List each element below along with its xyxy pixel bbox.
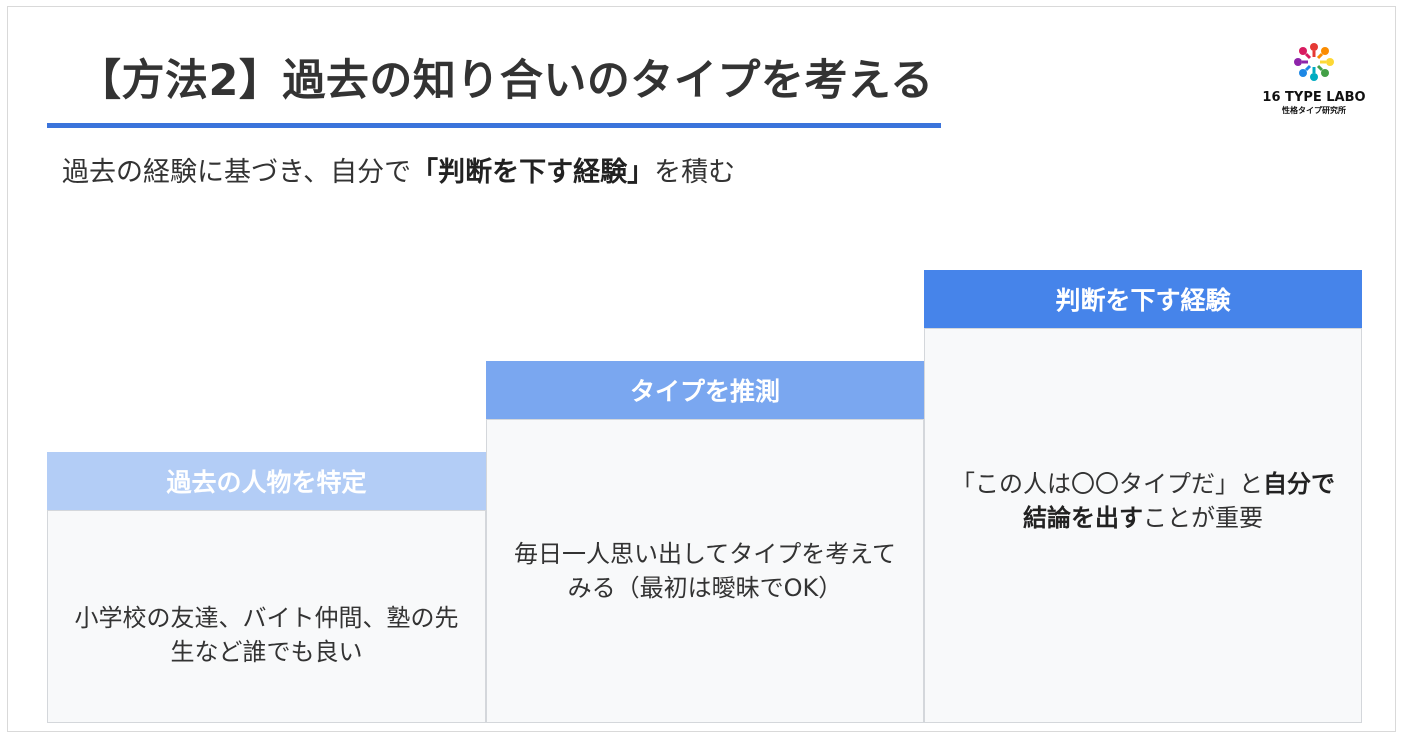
step-text-pre: 「この人は〇〇タイプだ」と xyxy=(951,469,1263,498)
people-circle-logo-icon xyxy=(1294,43,1334,81)
logo-name: 16 TYPE LABO xyxy=(1262,90,1366,105)
title-underline xyxy=(47,123,941,128)
step-make-judgment: 判断を下す経験 「この人は〇〇タイプだ」と自分で結論を出すことが重要 xyxy=(924,270,1362,723)
step-heading: タイプを推測 xyxy=(486,361,924,419)
logo-subtitle: 性格タイプ研究所 xyxy=(1282,106,1346,115)
step-text-emphasis: 自分で結論を出す xyxy=(1023,469,1335,532)
subtitle-pre: 過去の経験に基づき、自分で xyxy=(62,157,412,188)
step-text: 「この人は〇〇タイプだ」と自分で結論を出すことが重要 xyxy=(951,467,1335,535)
step-identify-person: 過去の人物を特定 小学校の友達、バイト仲間、塾の先生など誰でも良い xyxy=(47,452,486,723)
step-text: 毎日一人思い出してタイプを考えてみる（最初は曖昧でOK） xyxy=(513,540,897,602)
step-text-post: ことが重要 xyxy=(1143,503,1263,532)
step-text: 小学校の友達、バイト仲間、塾の先生など誰でも良い xyxy=(74,603,459,666)
step-body: 毎日一人思い出してタイプを考えてみる（最初は曖昧でOK） xyxy=(486,419,924,723)
step-body: 小学校の友達、バイト仲間、塾の先生など誰でも良い xyxy=(47,510,486,723)
step-guess-type: タイプを推測 毎日一人思い出してタイプを考えてみる（最初は曖昧でOK） xyxy=(486,361,924,723)
page-title: 【方法2】過去の知り合いのタイプを考える xyxy=(78,56,934,106)
subtitle: 過去の経験に基づき、自分で「判断を下す経験」を積む xyxy=(62,150,735,189)
logo: 16 TYPE LABO 性格タイプ研究所 xyxy=(1262,40,1366,130)
subtitle-emphasis: 「判断を下す経験」 xyxy=(411,157,655,188)
step-body: 「この人は〇〇タイプだ」と自分で結論を出すことが重要 xyxy=(924,328,1362,723)
subtitle-post: を積む xyxy=(654,157,736,188)
step-heading: 判断を下す経験 xyxy=(924,270,1362,328)
step-heading: 過去の人物を特定 xyxy=(47,452,486,510)
